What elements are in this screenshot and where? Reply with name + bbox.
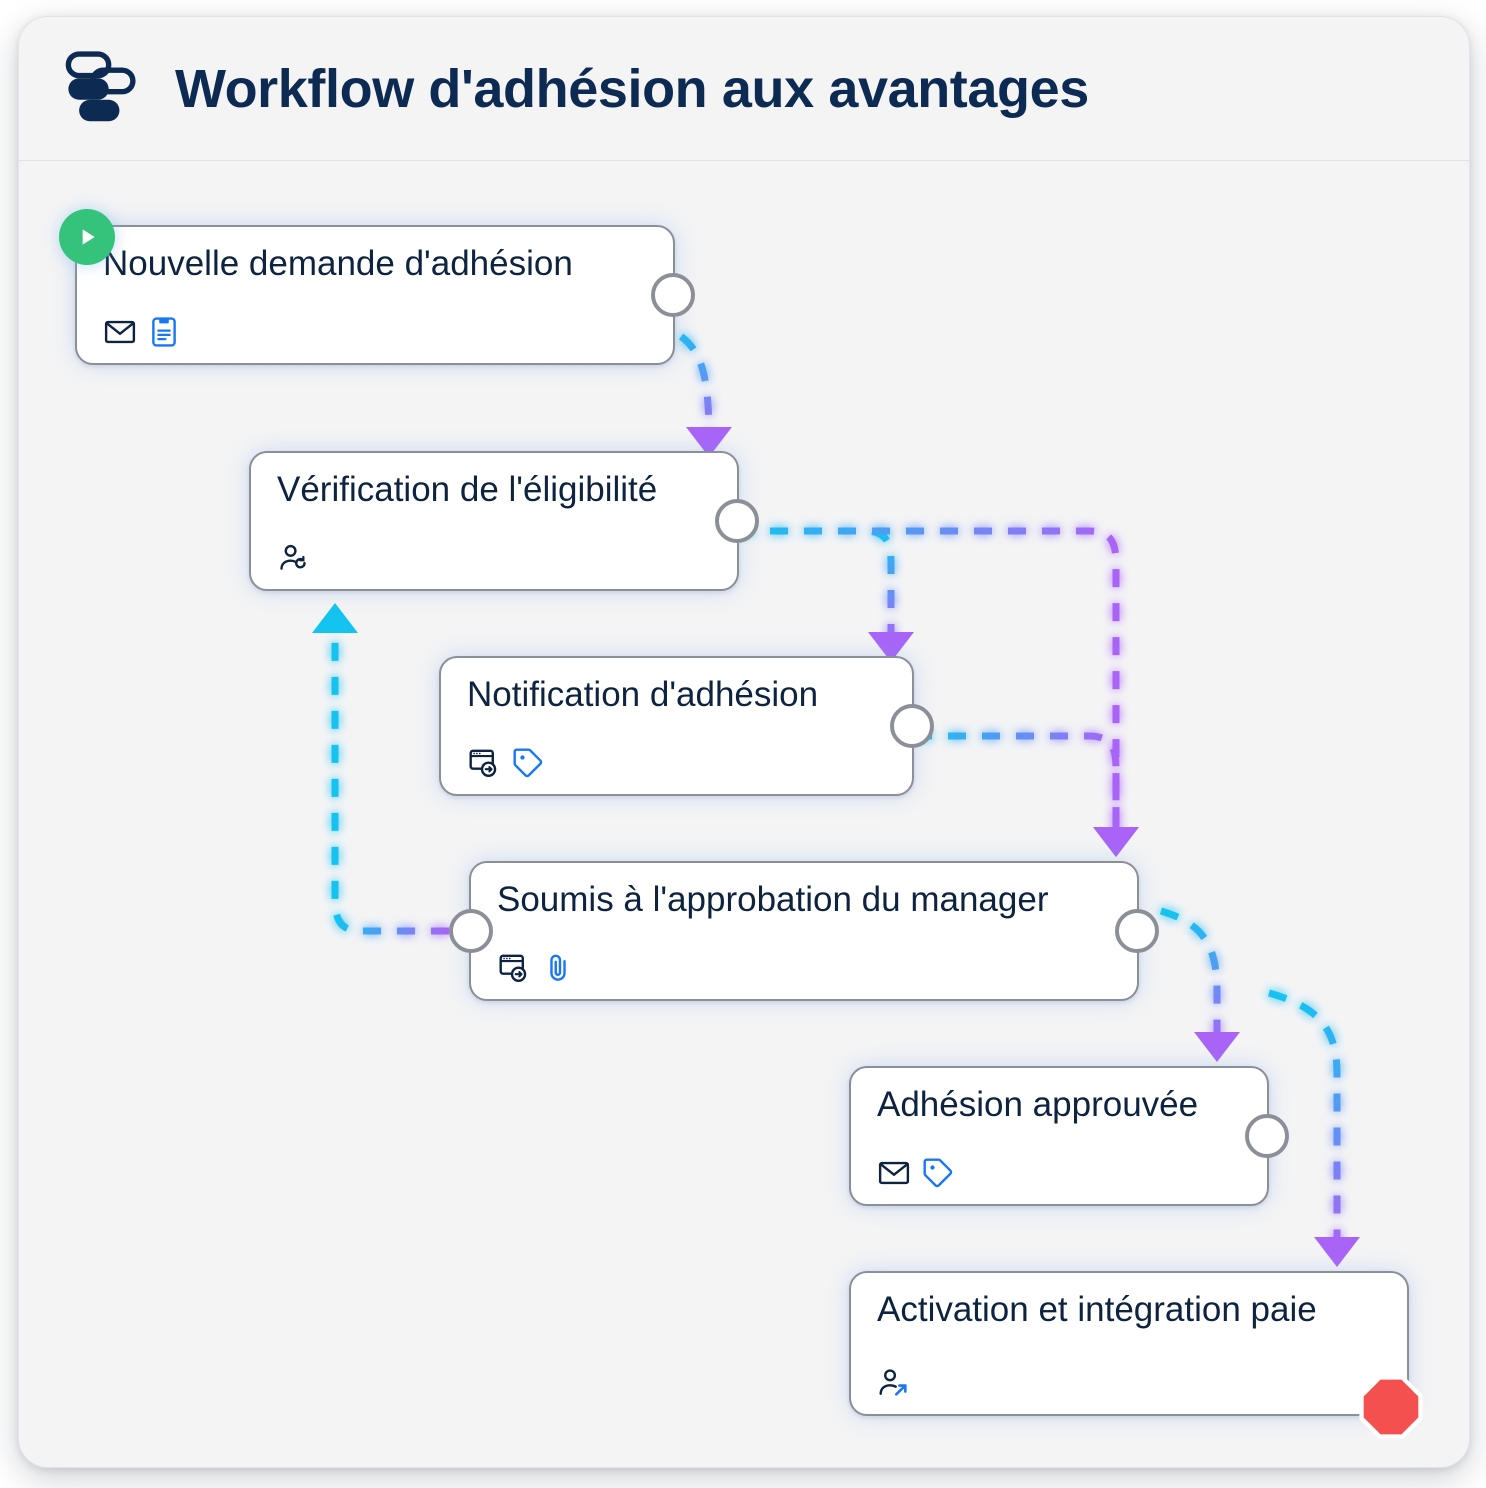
arrowhead-n4-n2 [312, 603, 358, 633]
arrowhead-n3-n4 [1093, 827, 1139, 857]
edge-n2-n3 [736, 527, 895, 646]
node-label: Activation et intégration paie [877, 1290, 1317, 1329]
workflow-node-eligibility-check[interactable]: Vérification de l'éligibilité [249, 451, 759, 591]
user-export-icon [879, 1369, 907, 1396]
tag-icon [513, 748, 543, 778]
workflow-canvas[interactable]: Nouvelle demande d'adhésion [19, 161, 1469, 1467]
stop-octagon-icon [1359, 1375, 1423, 1439]
arrowhead-n5-n6 [1314, 1237, 1360, 1267]
node-icon-group [103, 315, 181, 349]
page-title: Workflow d'adhésion aux avantages [175, 58, 1089, 119]
tag-icon [923, 1158, 953, 1188]
edge-n3-n4 [914, 732, 1120, 841]
paperclip-icon [550, 954, 566, 981]
node-output-port[interactable] [1245, 1114, 1289, 1158]
node-icon-group [877, 1366, 911, 1400]
start-badge [59, 209, 115, 265]
node-icon-group [277, 541, 311, 575]
browser-arrow-icon [499, 954, 527, 982]
play-icon [82, 229, 95, 245]
envelope-icon [104, 320, 136, 344]
node-output-port[interactable] [890, 704, 934, 748]
node-label: Vérification de l'éligibilité [277, 470, 658, 509]
node-icon-group [497, 951, 575, 985]
node-label: Soumis à l'approbation du manager [497, 880, 1049, 919]
node-label: Adhésion approuvée [877, 1085, 1199, 1124]
edge-n4-n2 [331, 621, 449, 935]
workflow-node-manager-approval[interactable]: Soumis à l'approbation du manager [449, 861, 1159, 1001]
workflow-node-new-request[interactable]: Nouvelle demande d'adhésion [75, 225, 695, 365]
arrowhead-n2-n4 [1093, 827, 1139, 857]
workflow-card: Workflow d'adhésion aux avantages [18, 16, 1470, 1468]
edge-n4-n5 [1159, 907, 1221, 1046]
workflow-node-enrollment-notification[interactable]: Notification d'adhésion [439, 656, 934, 796]
workflow-stacked-blocks-icon [65, 50, 136, 121]
node-output-port[interactable] [651, 273, 695, 317]
node-label: Nouvelle demande d'adhésion [103, 244, 573, 283]
user-refresh-icon [280, 544, 306, 570]
workflow-node-enrollment-approved[interactable]: Adhésion approuvée [849, 1066, 1289, 1206]
clipboard-form-icon [152, 317, 176, 347]
envelope-icon [878, 1161, 910, 1185]
node-output-port[interactable] [715, 499, 759, 543]
arrowhead-n4-n5 [1194, 1032, 1240, 1062]
node-icon-group [877, 1156, 955, 1190]
stop-badge [1357, 1373, 1425, 1441]
node-icon-group [467, 746, 545, 780]
node-label: Notification d'adhésion [467, 675, 819, 714]
header-bar: Workflow d'adhésion aux avantages [19, 17, 1469, 161]
browser-arrow-icon [469, 749, 497, 777]
node-output-port[interactable] [1115, 909, 1159, 953]
workflow-node-payroll-activation[interactable]: Activation et intégration paie [849, 1271, 1409, 1416]
node-input-port[interactable] [449, 909, 493, 953]
